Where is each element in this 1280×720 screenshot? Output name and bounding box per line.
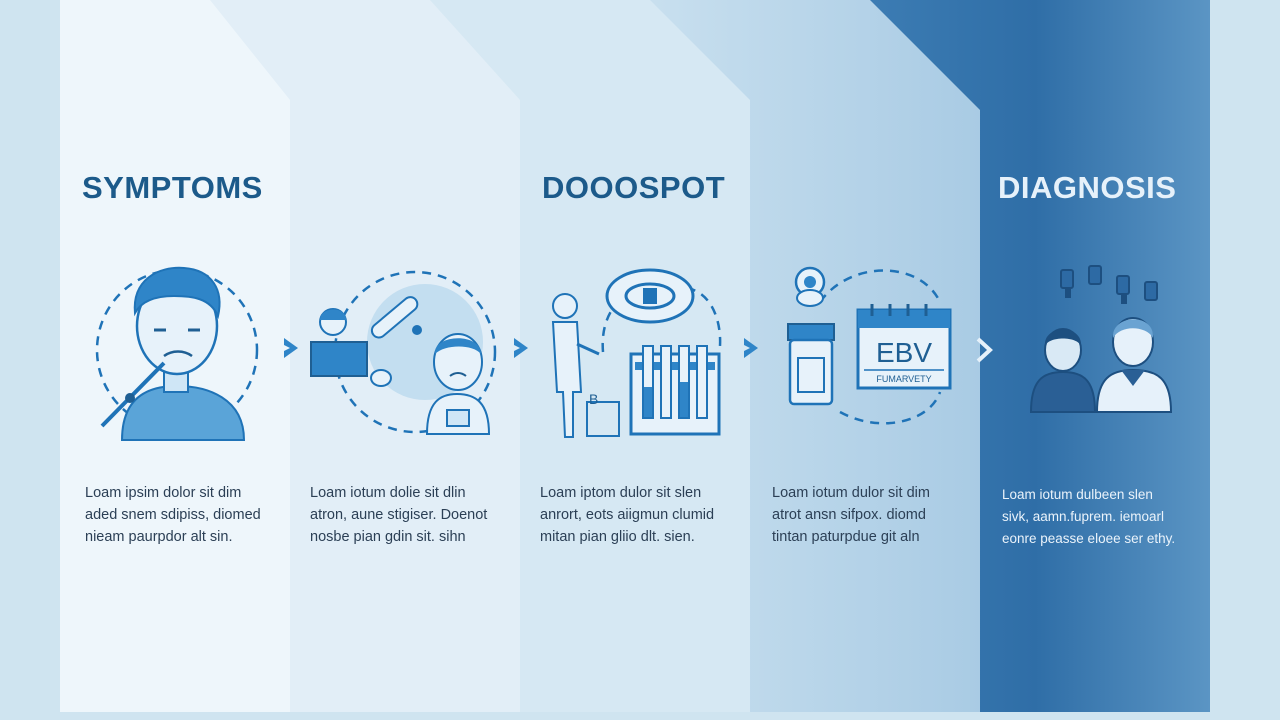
doctor-consultation-icon — [310, 270, 497, 435]
stage-1-heading: SYMPTOMS — [82, 170, 263, 205]
sick-person-icon — [95, 266, 259, 441]
stage-2-line-3: nosbe pian gdin sit. sihn — [310, 529, 466, 545]
stage-3-heading: DOOOSPOT — [542, 170, 726, 205]
stage-4-line-3: tintan paturpdue git aln — [772, 529, 920, 545]
ebv-badge-text: EBV — [876, 337, 932, 368]
svg-text:B: B — [589, 391, 598, 407]
stage-5-description: Loam iotum dulbeen slen sivk, aamn.fupre… — [1002, 484, 1222, 550]
test-results-icon: EBV FUMARVETY — [787, 266, 952, 425]
stage-5-line-3: eonre peasse eloee ser ethy. — [1002, 531, 1176, 546]
chevron-right-icon — [744, 338, 758, 358]
stage-4-line-1: Loam iotum dulor sit dim — [772, 485, 930, 501]
chevron-right-icon — [284, 338, 298, 358]
stage-4-line-2: atrot ansn sifpox. diomd — [772, 507, 926, 523]
stage-3-description: Loam iptom dulor sit slen anrort, eots a… — [540, 482, 760, 548]
doctor-patient-icon — [1029, 265, 1173, 413]
stage-1-description: Loam ipsim dolor sit dim aded snem sdipi… — [85, 482, 305, 548]
stage-1-line-3: nieam paurpdor alt sin. — [85, 529, 233, 545]
chevron-right-icon — [976, 337, 993, 363]
stage-3-line-3: mitan pian gliio dlt. sien. — [540, 529, 695, 545]
stage-1-line-1: Loam ipsim dolor sit dim — [85, 485, 242, 501]
stage-2-line-1: Loam iotum dolie sit dlin — [310, 485, 466, 501]
stage-2-description: Loam iotum dolie sit dlin atron, aune st… — [310, 482, 530, 548]
stage-3-line-2: anrort, eots aiigmun clumid — [540, 507, 715, 523]
chevron-right-icon — [514, 338, 528, 358]
lab-testing-icon: B — [551, 268, 722, 438]
stage-2-line-2: atron, aune stigiser. Doenot — [310, 507, 488, 523]
stage-5-line-1: Loam iotum dulbeen slen — [1002, 487, 1153, 502]
stage-3-line-1: Loam iptom dulor sit slen — [540, 485, 702, 501]
stage-4-description: Loam iotum dulor sit dim atrot ansn sifp… — [772, 482, 992, 548]
ebv-badge-subtext: FUMARVETY — [876, 374, 931, 384]
stage-5-heading: DIAGNOSIS — [998, 170, 1177, 205]
stage-1-line-2: aded snem sdipiss, diomed — [85, 507, 261, 523]
stage-5-line-2: sivk, aamn.fuprem. iemoarl — [1002, 509, 1165, 524]
